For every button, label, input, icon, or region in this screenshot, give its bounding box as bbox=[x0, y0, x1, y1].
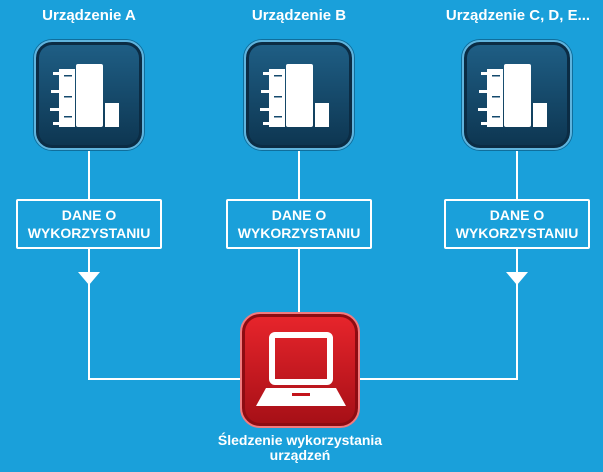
device-c-tile bbox=[462, 40, 572, 150]
device-b-tile bbox=[244, 40, 354, 150]
device-c-label: Urządzenie C, D, E... bbox=[445, 7, 591, 24]
laptop-icon bbox=[256, 332, 346, 406]
usage-tracking-tile bbox=[240, 312, 360, 428]
device-a-tile bbox=[34, 40, 144, 150]
caption-line2: urządzeń bbox=[269, 447, 331, 463]
device-b-label: Urządzenie B bbox=[251, 7, 347, 24]
usage-tracking-caption: Śledzenie wykorzystania urządzeń bbox=[150, 433, 450, 463]
usage-data-box-b: DANE O WYKORZYSTANIU bbox=[226, 199, 372, 249]
printer-icon bbox=[50, 64, 119, 127]
usage-data-box-c: DANE O WYKORZYSTANIU bbox=[444, 199, 590, 249]
printer-icon bbox=[260, 64, 329, 127]
usage-data-line1: DANE O bbox=[271, 207, 327, 223]
usage-data-line1: DANE O bbox=[489, 207, 545, 223]
usage-data-line2: WYKORZYSTANIU bbox=[237, 225, 361, 241]
device-a-label: Urządzenie A bbox=[42, 7, 136, 24]
printer-icon bbox=[478, 64, 547, 127]
caption-line1: Śledzenie wykorzystania bbox=[217, 432, 383, 448]
arrow-c bbox=[506, 272, 528, 285]
usage-data-box-a: DANE O WYKORZYSTANIU bbox=[16, 199, 162, 249]
arrow-a bbox=[78, 272, 100, 285]
usage-data-line1: DANE O bbox=[61, 207, 117, 223]
usage-data-line2: WYKORZYSTANIU bbox=[27, 225, 151, 241]
usage-data-line2: WYKORZYSTANIU bbox=[455, 225, 579, 241]
